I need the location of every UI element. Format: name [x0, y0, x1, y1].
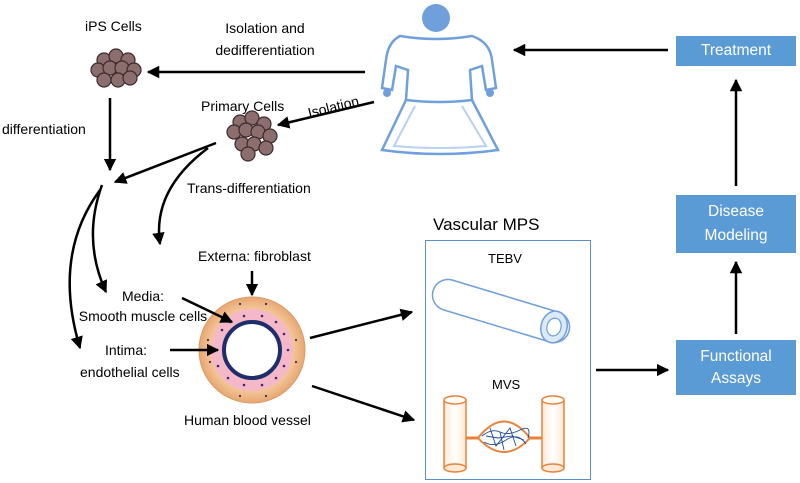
media-line2: Smooth muscle cells: [78, 308, 208, 324]
mvs-device-icon: [443, 395, 565, 473]
mvs-label: MVS: [492, 377, 521, 392]
ips-cells-cluster: [90, 48, 142, 88]
primary-cells-label: Primary Cells: [201, 98, 285, 114]
vascular-mps-frame: [425, 240, 591, 480]
functional-assays-line2: Assays: [711, 369, 761, 387]
intima-line1: Intima:: [104, 342, 147, 358]
functional-assays-line1: Functional: [700, 347, 772, 365]
isolation-dedifferentiation-label: Isolation and dedifferentiation: [195, 19, 335, 59]
media-line1: Media:: [121, 288, 165, 304]
arrows: [68, 43, 743, 423]
treatment-box: Treatment: [676, 36, 796, 66]
tebv-tube-icon: [431, 278, 571, 344]
vascular-mps-title: Vascular MPS: [433, 215, 540, 234]
differentiation-label: differentiation: [2, 121, 86, 137]
isolation-dedifferentiation-line1: Isolation and: [225, 20, 305, 36]
tebv-label: TEBV: [488, 251, 522, 266]
intima-line2: endothelial cells: [80, 364, 180, 380]
isolation-dedifferentiation-line2: dedifferentiation: [215, 42, 315, 58]
primary-cells-cluster: [226, 110, 278, 162]
disease-modeling-line1: Disease: [708, 203, 764, 220]
ips-cells-label: iPS Cells: [85, 18, 142, 34]
media-label: Media: Smooth muscle cells: [74, 287, 212, 325]
disease-modeling-box: Disease Modeling: [676, 195, 796, 253]
human-figure-icon: [380, 4, 500, 156]
intima-label: Intima: endothelial cells: [80, 341, 180, 381]
treatment-label: Treatment: [700, 42, 772, 59]
disease-modeling-line2: Modeling: [704, 227, 768, 244]
functional-assays-box: Functional Assays: [676, 340, 796, 395]
human-blood-vessel-label: Human blood vessel: [184, 412, 311, 428]
trans-differentiation-label: Trans-differentiation: [187, 180, 311, 196]
externa-label: Externa: fibroblast: [198, 248, 311, 264]
